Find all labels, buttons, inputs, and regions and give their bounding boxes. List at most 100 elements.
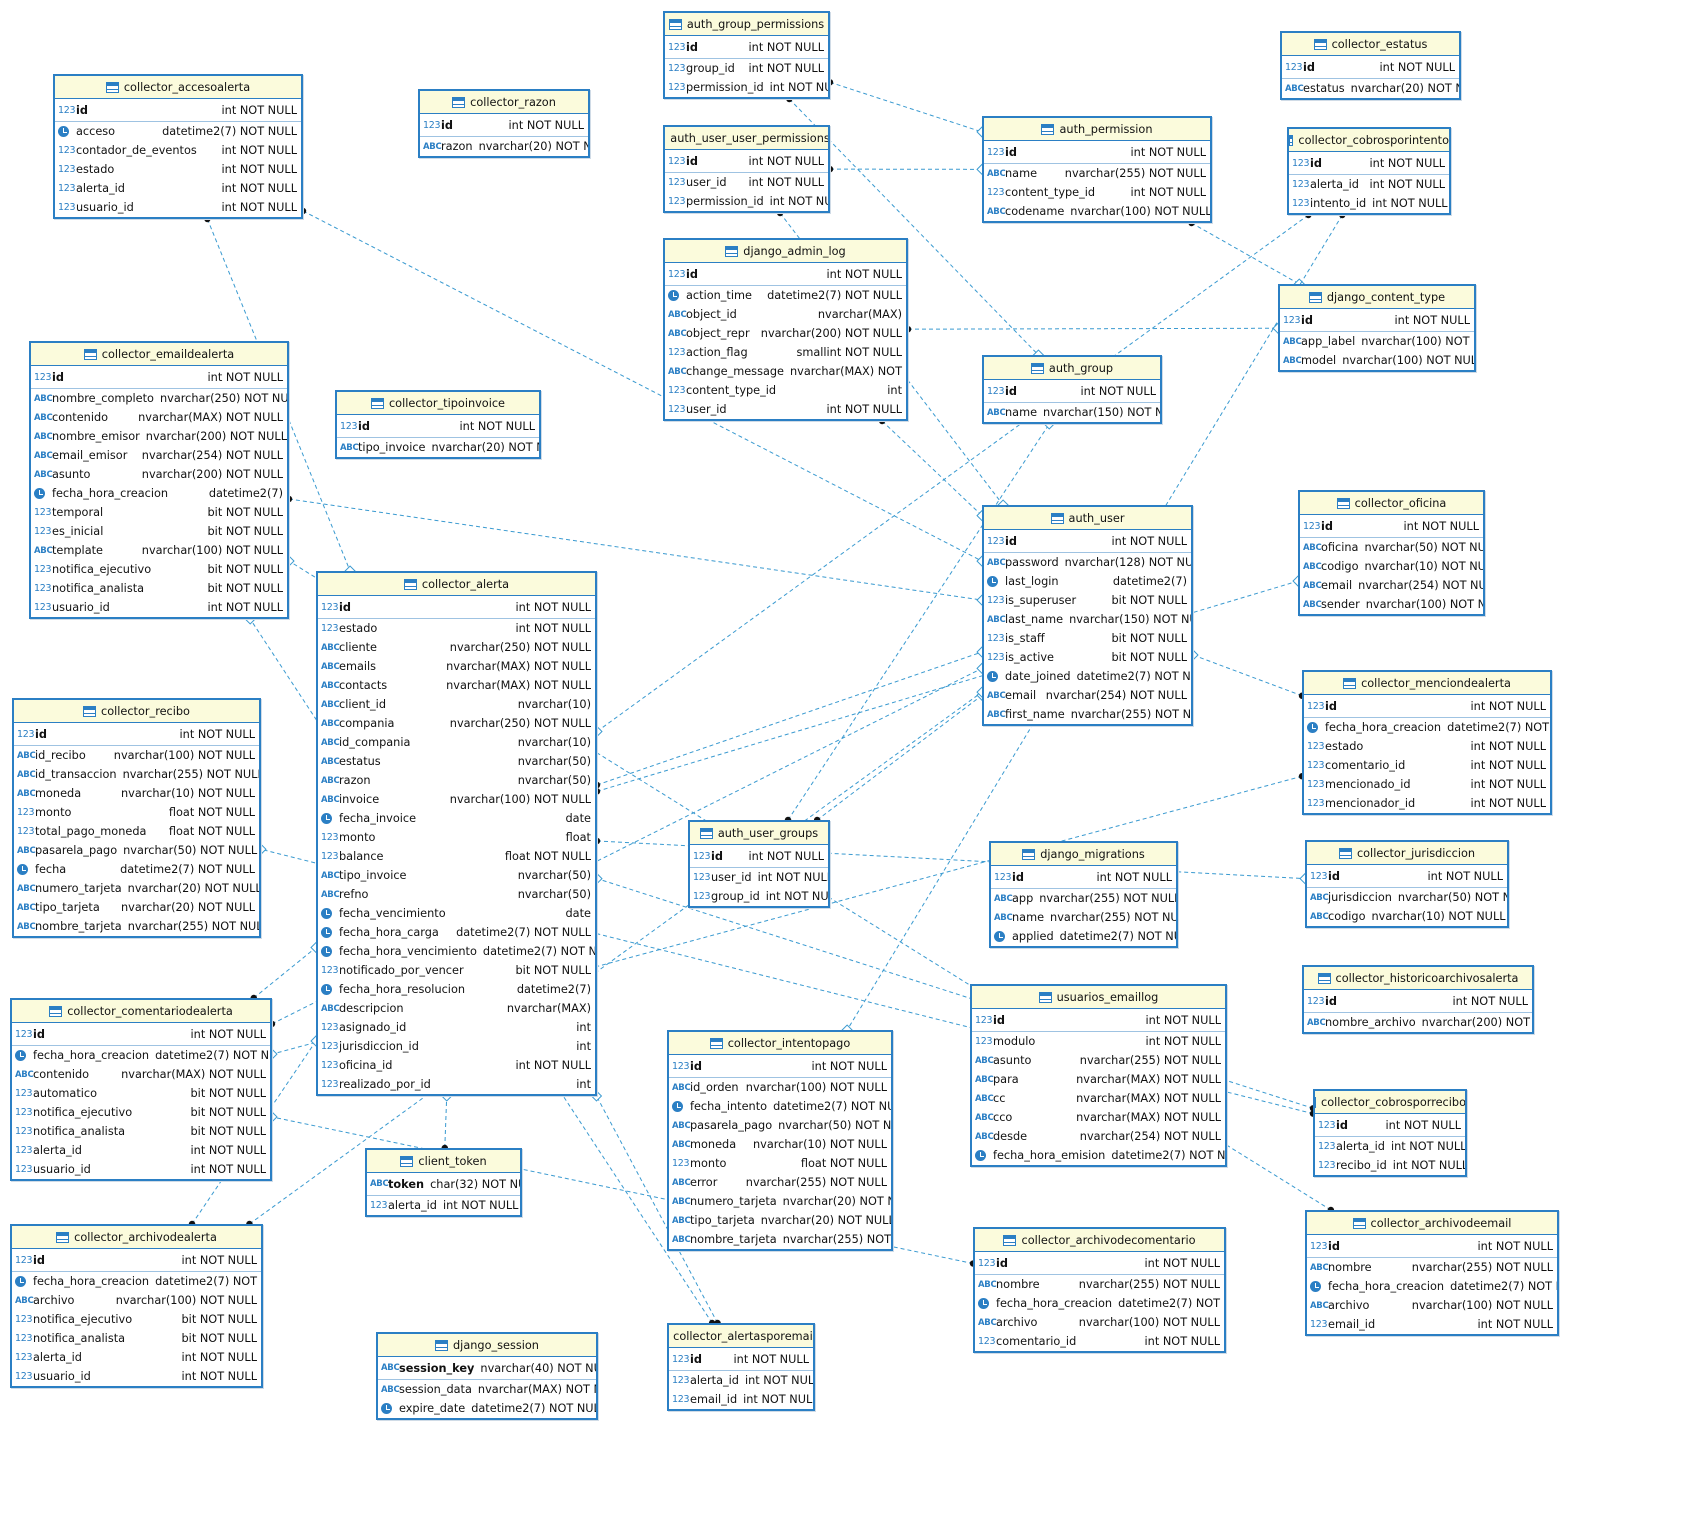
entity-header[interactable]: collector_emaildealerta	[31, 343, 287, 366]
entity-header[interactable]: collector_cobrosporintento	[1289, 129, 1449, 152]
entity-header[interactable]: collector_archivodealerta	[12, 1226, 261, 1249]
entity-header[interactable]: collector_intentopago	[669, 1032, 891, 1055]
entity-header[interactable]: usuarios_emaillog	[972, 986, 1225, 1009]
entity-header[interactable]: collector_archivodecomentario	[975, 1229, 1224, 1252]
entity-header[interactable]: collector_razon	[420, 91, 588, 114]
entity-header[interactable]: collector_tipoinvoice	[337, 392, 539, 415]
entity-header[interactable]: collector_archivodeemail	[1307, 1212, 1557, 1235]
entity-header[interactable]: collector_cobrosporrecibo	[1315, 1091, 1465, 1114]
entity-header[interactable]: collector_recibo	[14, 700, 259, 723]
entity-header[interactable]: auth_group_permissions	[665, 13, 828, 36]
entity-header[interactable]: django_session	[378, 1334, 596, 1357]
entity-header[interactable]: collector_oficina	[1300, 492, 1483, 515]
